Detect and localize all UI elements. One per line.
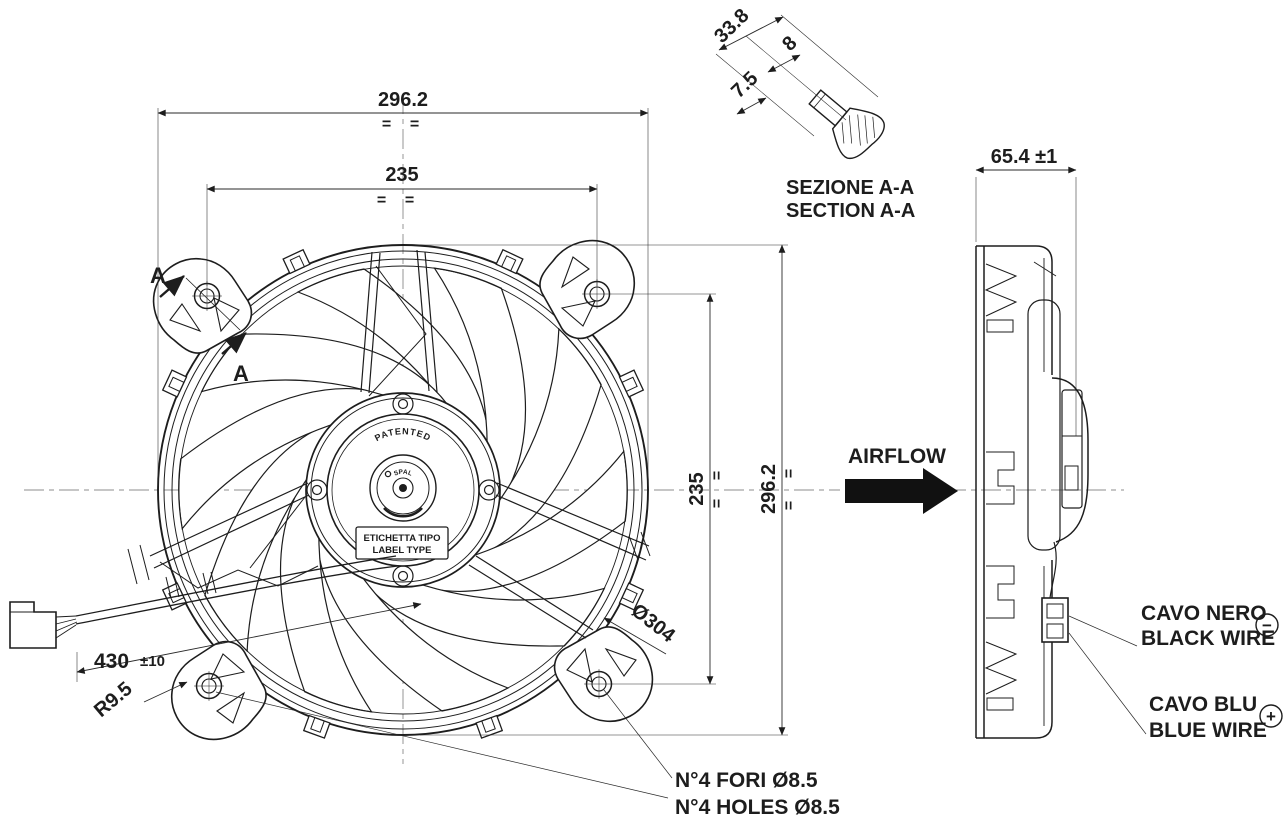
dim-depth: 65.4 ±1: [991, 146, 1058, 168]
label-type-line2: LABEL TYPE: [373, 545, 432, 556]
equal-mark: =: [377, 192, 386, 209]
section-title-en: SECTION A-A: [786, 200, 915, 222]
plus-polarity-icon: [1259, 704, 1283, 728]
motor-hub: [305, 392, 501, 588]
dim-cable-tolerance: ±10: [140, 653, 165, 670]
equal-mark: =: [709, 471, 726, 480]
brand-text: SPAL: [393, 469, 413, 478]
hub-screw-bosses: [306, 393, 500, 587]
airflow-label: AIRFLOW: [848, 445, 946, 468]
section-title-it: SEZIONE A-A: [786, 177, 914, 199]
front-dimensions: [76, 108, 788, 799]
dim-section-base: 7.5: [727, 67, 762, 102]
side-dimension: [975, 166, 1077, 436]
holes-note-en: N°4 HOLES Ø8.5: [675, 796, 840, 818]
wire-connector: [9, 601, 57, 649]
wire-callouts: CAVO NERO BLACK WIRE − CAVO BLU BLUE WIR…: [1068, 602, 1283, 742]
dim-overall-height: 296.2: [758, 464, 780, 514]
motor-bulge: [1051, 377, 1089, 543]
minus-polarity-icon: [1255, 613, 1279, 637]
section-tab-profile: [808, 89, 885, 160]
black-wire-label-it: CAVO NERO: [1141, 602, 1267, 625]
front-dimension-texts: 296.2 = = 235 = = 235 = = 296.2 = = Ø304…: [90, 89, 840, 818]
dim-section-length: 33.8: [710, 5, 753, 48]
side-connector: [1041, 597, 1069, 643]
section-detail: 33.8 8 7.5 SEZIONE A-A SECTION A-A: [710, 5, 915, 222]
airflow-arrow-icon: [845, 468, 958, 514]
section-dim-lines: [715, 14, 879, 137]
equal-mark: =: [781, 501, 798, 510]
equal-mark: =: [410, 116, 419, 133]
minus-sign: −: [1262, 616, 1272, 635]
motor-wire: [1049, 541, 1057, 599]
dim-hole-spacing-v: 235: [686, 472, 708, 505]
dim-ring-diameter: Ø304: [627, 600, 680, 648]
equal-mark: =: [709, 499, 726, 508]
hatching: [841, 114, 876, 146]
label-type-line1: ETICHETTA TIPO: [363, 533, 440, 544]
dim-section-stem: 8: [778, 32, 801, 56]
cable-harness: [9, 555, 399, 649]
dim-tab-radius: R9.5: [90, 678, 137, 722]
dim-overall-width: 296.2: [378, 89, 428, 111]
blue-wire-label-it: CAVO BLU: [1149, 693, 1257, 716]
side-mount-features: [984, 263, 1018, 711]
type-label-box: [355, 526, 449, 560]
airflow-indicator: AIRFLOW: [845, 445, 958, 514]
equal-mark: =: [405, 192, 414, 209]
equal-mark: =: [781, 469, 798, 478]
side-view: [975, 166, 1089, 739]
blue-wire-label-en: BLUE WIRE: [1149, 719, 1267, 742]
section-marker-a2: A: [233, 361, 249, 386]
black-wire-label-en: BLACK WIRE: [1141, 627, 1275, 650]
plus-sign: +: [1266, 707, 1276, 726]
equal-mark: =: [382, 116, 391, 133]
front-view: PATENTED SPAL ETICHETTA TIPO LABEL TYPE: [9, 239, 654, 741]
shroud-ring: [157, 244, 649, 736]
dim-cable-length: 430: [94, 650, 129, 673]
dim-hole-spacing: 235: [385, 164, 418, 186]
holes-note-it: N°4 FORI Ø8.5: [675, 769, 818, 792]
section-cut-markers: A A: [150, 263, 249, 386]
hub-center-cap: [369, 454, 437, 522]
support-struts: [127, 249, 651, 639]
